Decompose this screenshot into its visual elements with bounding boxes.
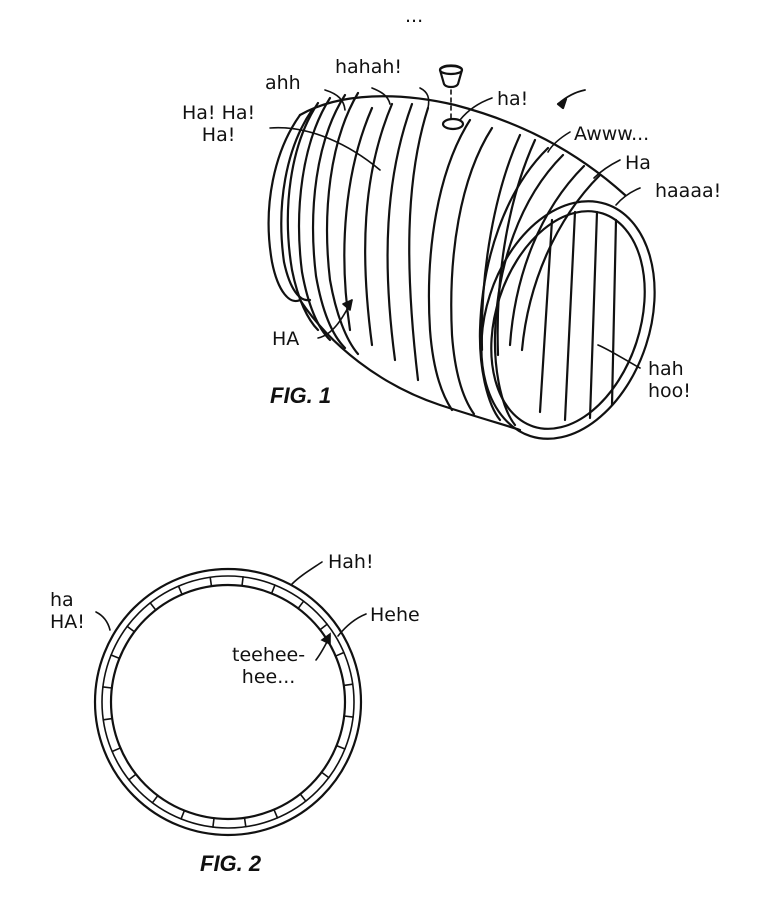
stave-joint (102, 686, 113, 689)
stave-joint (343, 683, 354, 687)
stave-joint (243, 817, 247, 828)
caption-fig2: FIG. 2 (200, 851, 262, 876)
label-ha-cap: Ha (625, 152, 651, 174)
label-hah-exclaim: Hah! (328, 551, 374, 573)
stave-joint (180, 809, 186, 820)
stave-lines (343, 106, 374, 332)
stave-joint (273, 808, 279, 819)
stave-joint (297, 600, 305, 610)
label-ellipsis: ... (405, 5, 424, 27)
label-hah-hoo: hah hoo! (648, 358, 691, 402)
arrow-head-HA (342, 299, 353, 311)
stave-joint (319, 623, 328, 631)
label-awww: Awww... (574, 123, 650, 145)
stave-joint (128, 773, 137, 781)
stave-joint (241, 576, 244, 587)
label-ha-HA: ha HA! (50, 589, 85, 633)
stave-joint (111, 747, 122, 753)
stave-joint (151, 794, 159, 804)
bung-hole (441, 117, 465, 131)
hoop-middle (427, 118, 472, 412)
stave-joint (212, 817, 215, 828)
stave-joint (335, 744, 346, 750)
hoop-front-2 (508, 164, 586, 347)
label-haaaa: haaaa! (655, 180, 722, 202)
arrow-head-teehee (320, 632, 331, 646)
stave-joint (209, 576, 213, 587)
stave-joint (320, 771, 330, 779)
label-ahh: ahh (265, 72, 301, 94)
barrel-back-rim (267, 113, 302, 303)
label-ha-small: ha! (497, 88, 529, 110)
barrel-illustration (267, 64, 656, 440)
stave-joint (343, 715, 354, 718)
stave-joint (126, 625, 136, 633)
label-teehee: teehee- hee... (232, 644, 306, 688)
barrel-front-head (490, 210, 646, 430)
hoop-back-1 (286, 101, 320, 332)
stave-joint (334, 651, 345, 657)
stave-joint (177, 585, 183, 596)
stave-joint (270, 584, 276, 595)
label-hehe: Hehe (370, 604, 420, 626)
stave-joint (299, 793, 307, 802)
label-hahah: hahah! (335, 56, 403, 78)
barrel-top-silhouette (298, 95, 627, 197)
hoop-back-2 (312, 93, 347, 350)
caption-fig1: FIG. 1 (270, 383, 332, 408)
stave-joint (110, 654, 121, 660)
label-ha-ha-ha: Ha! Ha! Ha! (182, 102, 256, 146)
stave-joint (102, 717, 113, 721)
stave-joint (149, 602, 157, 611)
label-HA: HA (272, 328, 300, 350)
